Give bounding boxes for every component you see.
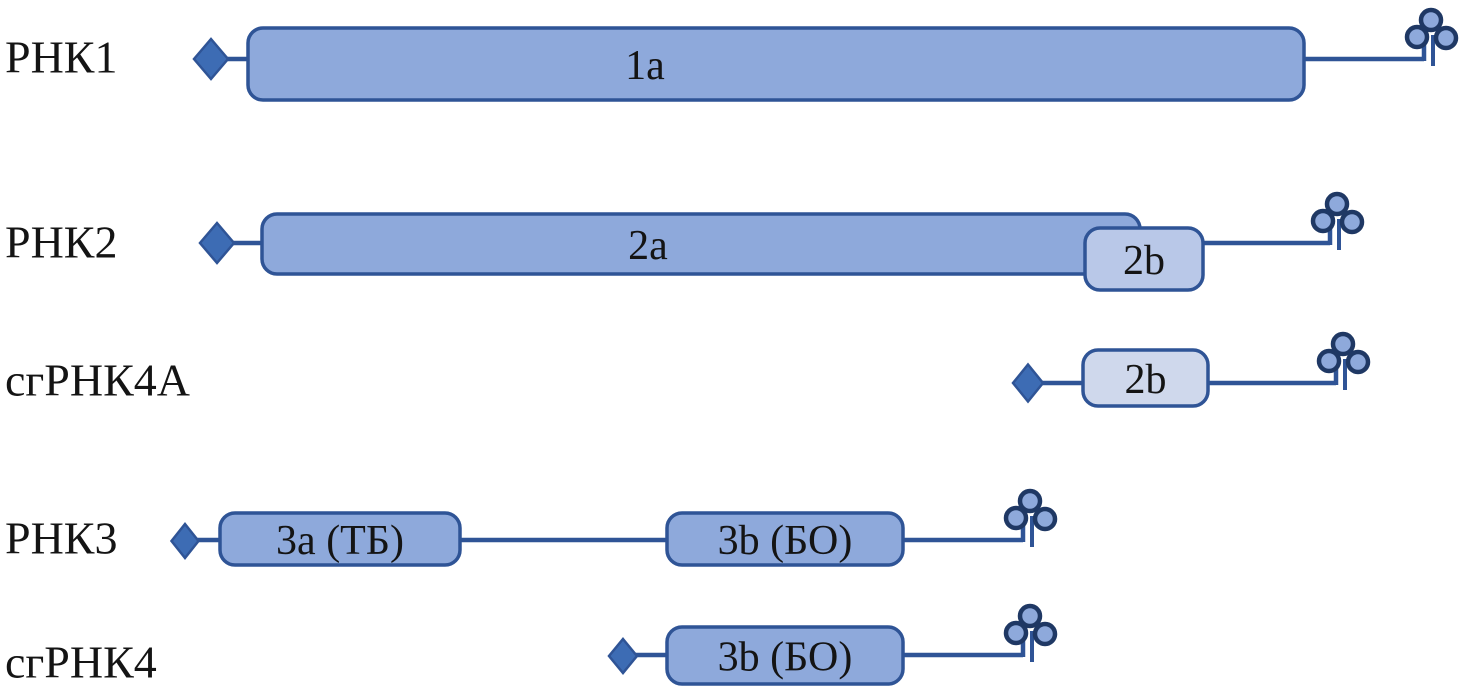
trefoil-loop-circle bbox=[1017, 488, 1043, 514]
row-label-rnk2: РНК2 bbox=[5, 217, 117, 268]
orf-box-1a-label: 1a bbox=[625, 43, 665, 89]
trefoil-loop-circle bbox=[1345, 349, 1371, 375]
orf-box-3b-bo-label: 3b (БО) bbox=[718, 635, 853, 681]
cap-diamond-icon bbox=[169, 521, 201, 561]
trna-like-structure-icon bbox=[1404, 7, 1459, 66]
trefoil-loop-circle bbox=[1404, 24, 1430, 50]
rna-row-rnk1: РНК1 1a bbox=[5, 7, 1459, 102]
orf-box-2a bbox=[260, 212, 1142, 276]
trna-like-structure-icon bbox=[1003, 488, 1058, 547]
orf-box-3b-bo bbox=[665, 625, 905, 686]
orf-box-3b-bo bbox=[665, 511, 905, 567]
trna-like-structure-icon bbox=[1003, 603, 1058, 662]
rna-row-sgrnk4a: сгРНК4А 2b bbox=[5, 331, 1371, 408]
row-label-sgrnk4: сгРНК4 bbox=[5, 637, 157, 688]
trefoil-loop-circle bbox=[1324, 191, 1350, 217]
trefoil-loop-circle bbox=[1310, 208, 1336, 234]
rna-row-sgrnk4: сгРНК4 3b (БО) bbox=[5, 603, 1058, 688]
cap-diamond-icon bbox=[192, 37, 230, 81]
trefoil-loop-circle bbox=[1003, 505, 1029, 531]
row-label-rnk3: РНК3 bbox=[5, 513, 117, 564]
row-label-rnk1: РНК1 bbox=[5, 32, 117, 83]
cap-diamond-icon bbox=[198, 221, 236, 265]
orf-box-1a bbox=[246, 26, 1306, 102]
orf-box-2b bbox=[1081, 348, 1210, 408]
cap-diamond-icon bbox=[1011, 362, 1045, 404]
trna-like-structure-icon bbox=[1316, 331, 1371, 390]
trefoil-loop-circle bbox=[1339, 209, 1365, 235]
trna-like-structure-icon bbox=[1310, 191, 1365, 250]
rna-row-rnk3: РНК3 3a (ТБ) 3b (БО) bbox=[5, 488, 1058, 567]
orf-box-3a-tb bbox=[218, 511, 462, 567]
orf-box-3b-bo-label: 3b (БО) bbox=[718, 518, 853, 564]
trefoil-loop-circle bbox=[1433, 25, 1459, 51]
cap-diamond-icon bbox=[607, 637, 639, 675]
orf-box-2a-label: 2a bbox=[628, 223, 668, 269]
trefoil-loop-circle bbox=[1003, 620, 1029, 646]
trefoil-loop-circle bbox=[1017, 603, 1043, 629]
trefoil-loop-circle bbox=[1330, 331, 1356, 357]
orf-box-2b-label: 2b bbox=[1125, 357, 1167, 403]
row-label-sgrnk4a: сгРНК4А bbox=[5, 355, 190, 406]
orf-box-2b bbox=[1083, 226, 1205, 292]
trefoil-loop-circle bbox=[1032, 621, 1058, 647]
orf-box-2b-label: 2b bbox=[1123, 238, 1165, 284]
trefoil-loop-circle bbox=[1316, 348, 1342, 374]
rna-row-rnk2: РНК2 2a 2b bbox=[5, 191, 1365, 292]
orf-box-3a-tb-label: 3a (ТБ) bbox=[276, 518, 404, 564]
trefoil-loop-circle bbox=[1418, 7, 1444, 33]
trefoil-loop-circle bbox=[1032, 506, 1058, 532]
